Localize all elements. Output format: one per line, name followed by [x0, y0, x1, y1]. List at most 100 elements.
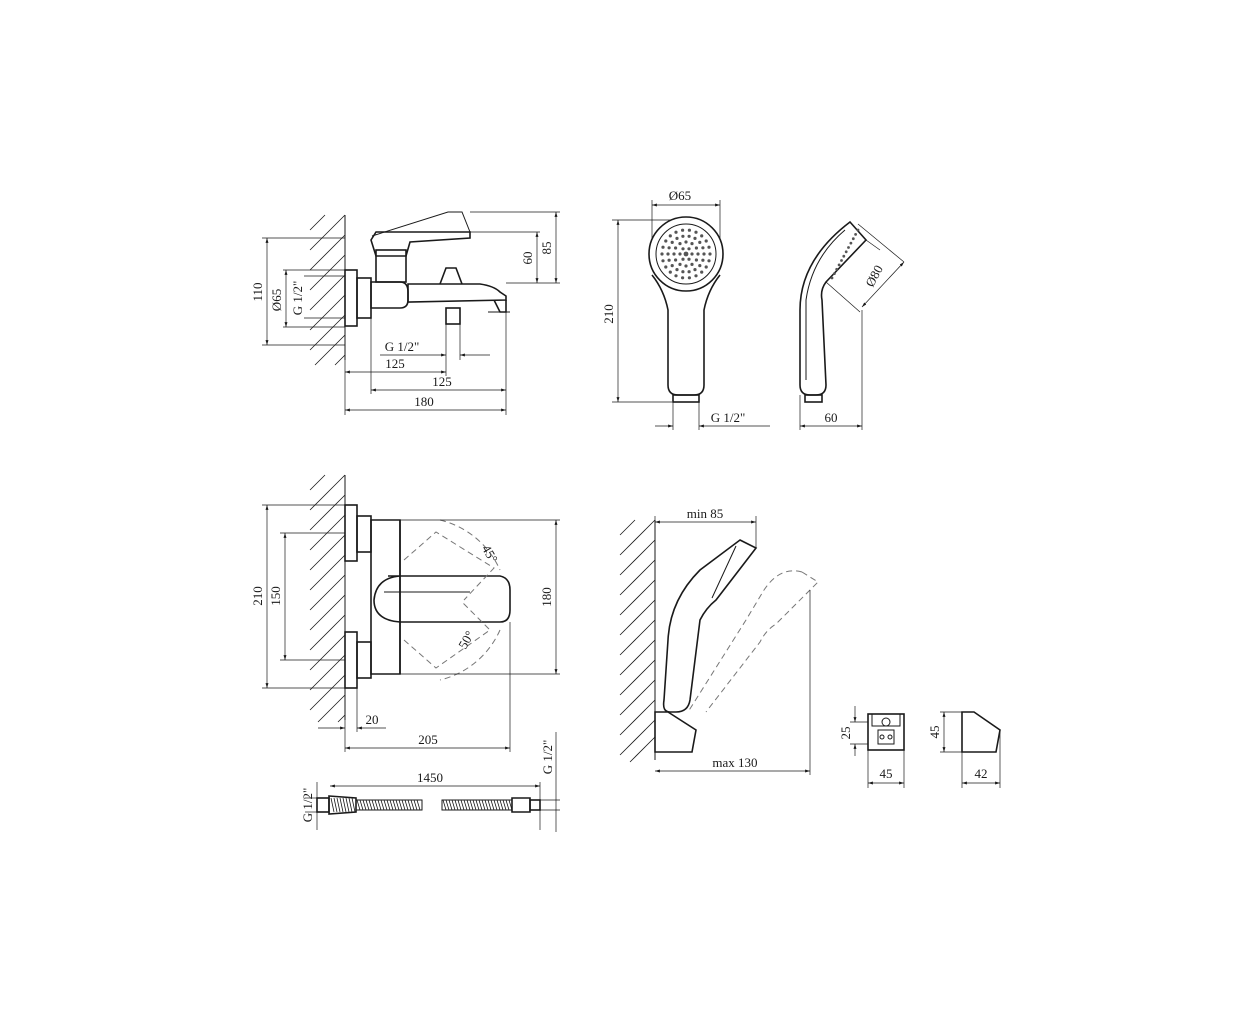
hose-texture-line [475, 799, 480, 811]
nozzle-dot [687, 234, 691, 238]
nozzle-dot [675, 268, 679, 272]
dim-85: 85 [539, 242, 554, 255]
angle-45: 45° [479, 542, 501, 565]
hose-texture-line [356, 799, 361, 811]
hose-texture-line [345, 797, 350, 813]
hose-texture-line [330, 797, 335, 813]
hose-texture-line [398, 799, 403, 811]
hose-texture-line [389, 799, 394, 811]
dim-g12-left: G 1/2" [290, 281, 305, 316]
nozzle-dot [687, 228, 692, 232]
nozzle-dot [670, 240, 674, 244]
nozzle-dot [701, 246, 705, 250]
dim-d65: Ø65 [269, 289, 284, 311]
hose-texture-line [351, 797, 356, 813]
face-nozzle-dot [833, 272, 836, 275]
nozzle-dot [698, 240, 702, 244]
dim-hose-1450: 1450 [417, 770, 443, 785]
face-nozzle-dot [844, 250, 848, 254]
hose-texture-line [339, 797, 344, 813]
hose-texture-line [392, 799, 397, 811]
nozzle-dot [666, 252, 670, 256]
holder-side-view: 45 42 [927, 711, 1001, 788]
nozzle-dot [681, 234, 685, 238]
hose-texture-line [463, 799, 468, 811]
hose-texture-line [481, 799, 486, 811]
hose-texture-line [336, 797, 341, 813]
dim-shower-thread: G 1/2" [711, 410, 746, 425]
dim-180: 180 [414, 394, 434, 409]
hose-texture-line [469, 799, 474, 811]
nozzle-dot [674, 230, 678, 234]
nozzle-dot [681, 270, 685, 274]
face-nozzle-dot [837, 263, 841, 267]
face-nozzle-dot [849, 241, 853, 245]
nozzle-dot [661, 259, 665, 263]
face-nozzle-dot [835, 267, 839, 271]
dim-shower-210: 210 [601, 304, 616, 324]
dim-125-a: 125 [385, 356, 405, 371]
hand-shower-front-view: Ø65 210 G 1/2" [601, 188, 770, 430]
nozzle-dot [674, 274, 678, 278]
wall-hatch-upper [309, 214, 346, 366]
nozzle-dots [660, 228, 712, 280]
hose-texture-line [451, 799, 456, 811]
nozzle-dot [690, 252, 694, 256]
dim-holder-25: 25 [838, 727, 853, 740]
nozzle-dot [678, 252, 682, 256]
nozzle-dot [700, 234, 704, 238]
hose-texture-line [478, 799, 483, 811]
dim-holder-42: 42 [975, 766, 988, 781]
hose-texture-line [359, 799, 364, 811]
hose-view: 1450 G 1/2" G 1/2" [300, 732, 560, 832]
nozzle-dot [681, 228, 685, 232]
face-nozzle-dot [830, 276, 834, 280]
hose-texture-line [348, 797, 353, 813]
dim-60: 60 [520, 252, 535, 265]
nozzle-dot [704, 239, 708, 243]
hose-texture-line [460, 799, 465, 811]
mixer-body-side [344, 211, 510, 327]
mixer-body-top: 45° 50° [344, 504, 511, 689]
dim-shower-d65: Ø65 [669, 188, 691, 203]
hose-texture-line [413, 799, 418, 811]
nozzle-dot [696, 252, 700, 256]
dim-holder-45w: 45 [880, 766, 893, 781]
dim-top-205: 205 [418, 732, 438, 747]
nozzle-dot [674, 246, 678, 250]
hose-texture-line [502, 799, 507, 811]
hose-texture-line [368, 799, 373, 811]
nozzle-dot [668, 270, 672, 274]
hose-texture-line [365, 799, 370, 811]
nozzle-dot [674, 258, 678, 262]
nozzle-dot [683, 251, 689, 257]
nozzle-dot [690, 262, 694, 266]
mixer-side-dims: 110 Ø65 G 1/2" 60 85 G 1/2" 125 [250, 211, 560, 415]
dim-top-20: 20 [366, 712, 379, 727]
hose-texture-line [442, 799, 447, 811]
hand-shower-side-view: Ø80 60 [799, 220, 905, 430]
nozzle-dot [672, 252, 676, 256]
nozzle-dot [687, 276, 692, 280]
wall-hatch-lower [309, 474, 346, 723]
dim-125-b: 125 [432, 374, 452, 389]
dim-110: 110 [250, 282, 265, 301]
nozzle-dot [678, 242, 682, 246]
face-nozzle-dot [854, 233, 857, 236]
nozzle-dot [701, 258, 705, 262]
hose-texture-line [362, 799, 367, 811]
dim-hose-thread-right: G 1/2" [540, 740, 555, 775]
nozzle-dot [694, 230, 698, 234]
hose-texture-line [407, 799, 412, 811]
nozzle-dot [681, 247, 685, 251]
nozzle-dot [690, 242, 694, 246]
hose-texture-line [454, 799, 459, 811]
dim-shower-60: 60 [825, 410, 838, 425]
nozzle-dot [667, 246, 671, 250]
nozzle-dot [687, 247, 691, 251]
wall-hatch-holder [619, 519, 656, 763]
nozzle-dot [700, 270, 704, 274]
face-nozzle-dot [851, 237, 855, 241]
hose-texture-line [342, 797, 347, 813]
